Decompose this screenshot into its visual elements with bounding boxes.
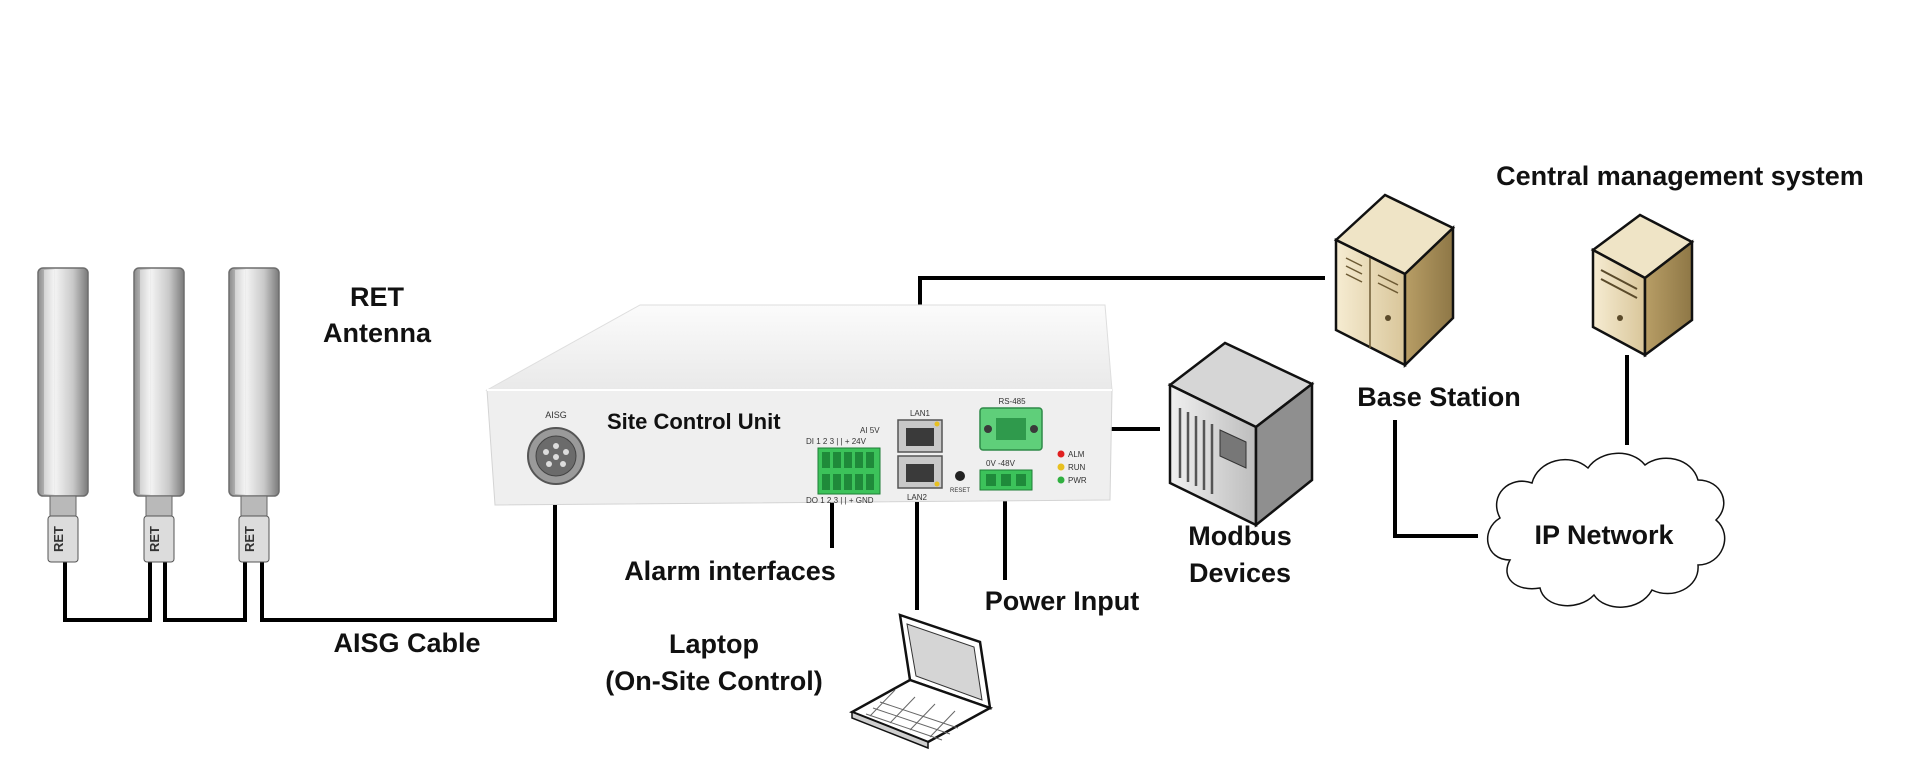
lan1-label: LAN1 (910, 409, 931, 418)
reset-label: RESET (950, 488, 970, 494)
modbus-device-icon (1167, 341, 1315, 528)
aisg-port: AISG (527, 410, 585, 485)
ret-antenna-3: RET (228, 267, 280, 563)
do-label: DO 1 2 3 | | + GND (806, 496, 874, 505)
status-leds: ALM RUN PWR (1057, 450, 1087, 485)
ret-antenna-1: RET (37, 267, 89, 563)
reset-button: RESET (950, 471, 970, 494)
ip-network-cloud-icon (1486, 452, 1726, 608)
di-label: DI 1 2 3 | | + 24V (806, 437, 867, 446)
modbus-devices-label-line2: Devices (1189, 558, 1291, 588)
base-station-to-ip-network-wire (1393, 420, 1478, 538)
laptop-label-line2: (On-Site Control) (605, 666, 822, 696)
laptop-icon (849, 613, 994, 750)
power-input-label: Power Input (985, 586, 1140, 616)
central-management-server-icon (1590, 213, 1695, 358)
laptop-label-line1: Laptop (669, 629, 759, 659)
aisg-port-label: AISG (545, 410, 567, 420)
antenna-daisy-chain-wire (63, 560, 247, 622)
alarm-terminal-block: AI 5V DI 1 2 3 | | + 24V DO 1 2 3 | | + … (806, 426, 881, 505)
modbus-devices-label-line1: Modbus (1188, 521, 1291, 551)
rs485-terminal: RS-485 (979, 397, 1043, 451)
ret-antenna-label-line2: Antenna (323, 318, 432, 348)
led-run-label: RUN (1068, 463, 1086, 472)
ret-badge-1: RET (51, 526, 66, 552)
ret-antenna-2: RET (133, 267, 185, 563)
alarm-interfaces-label: Alarm interfaces (624, 556, 836, 586)
site-control-unit-label: Site Control Unit (607, 409, 781, 434)
rs485-label: RS-485 (998, 397, 1026, 406)
ai-label: AI 5V (860, 426, 880, 435)
ip-network-label: IP Network (1534, 520, 1674, 550)
ret-badge-2: RET (147, 526, 162, 552)
aisg-cable-label: AISG Cable (333, 628, 480, 658)
ret-antenna-label-line1: RET (350, 282, 405, 312)
ret-badge-3: RET (242, 526, 257, 552)
base-station-icon (1333, 193, 1456, 368)
power-polarity-label: 0V -48V (986, 459, 1016, 468)
lan2-label: LAN2 (907, 493, 928, 502)
aisg-cable-wire (260, 470, 557, 622)
site-control-unit-device: AISG Site Control Unit AI 5V DI 1 2 3 | … (485, 304, 1113, 506)
lan-ports: LAN1 LAN2 (897, 409, 943, 502)
base-station-label: Base Station (1357, 382, 1521, 412)
led-pwr-label: PWR (1068, 476, 1087, 485)
central-management-label: Central management system (1496, 161, 1864, 191)
led-alm-label: ALM (1068, 450, 1085, 459)
power-terminal: 0V -48V (979, 459, 1033, 491)
